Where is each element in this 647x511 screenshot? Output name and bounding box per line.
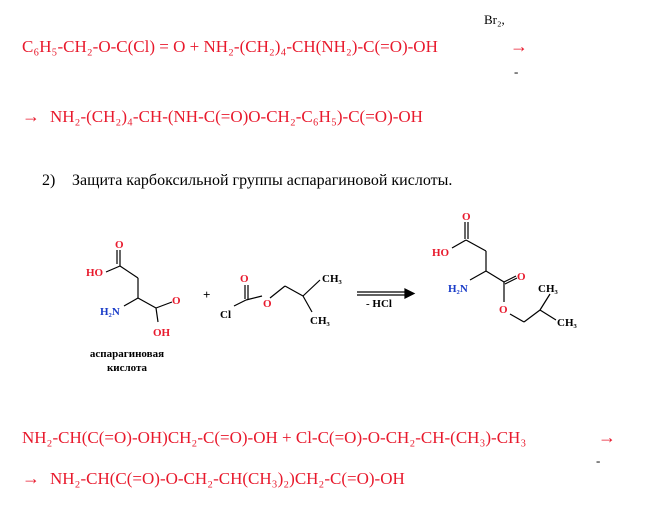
bond — [451, 239, 467, 249]
prod-ho: HO — [432, 247, 450, 259]
asp-ho: HO — [86, 267, 104, 279]
prod-o-carbonyl: O — [517, 271, 526, 283]
bond — [539, 309, 557, 321]
reaction1-condition: - — [514, 64, 519, 79]
prod-o-top: O — [462, 211, 471, 223]
reaction3-condition: - — [596, 453, 601, 468]
scheme-plus: + — [203, 287, 210, 302]
bond — [137, 297, 157, 309]
bond — [503, 275, 517, 283]
reaction1-arrow: → — [510, 36, 528, 56]
caption-line-2: кислота — [107, 362, 148, 374]
caption-line-1: аспарагиновая — [90, 348, 164, 360]
section2-title: Защита карбоксильной группы аспарагиново… — [72, 172, 453, 189]
bond — [245, 295, 263, 301]
reaction3-product-arrow: → — [22, 468, 40, 488]
bond — [302, 295, 313, 313]
bond — [302, 279, 321, 297]
cf-cl: Cl — [220, 309, 231, 321]
bond — [485, 270, 505, 283]
asp-nh2: H₂N — [100, 306, 120, 318]
cf-ch3-top: CH₃ — [322, 273, 343, 285]
reaction1-equation: C₆H₅-CH₂-O-C(Cl) = O + NH₂-(CH₂)₄-CH(NH₂… — [22, 37, 438, 56]
cf-o-carbonyl: O — [240, 273, 249, 285]
bond — [469, 270, 487, 281]
bond — [523, 309, 541, 323]
bond — [509, 313, 525, 323]
prod-ch3-bottom: CH₃ — [557, 317, 578, 329]
asp-oh: OH — [153, 327, 171, 339]
bond — [465, 239, 487, 252]
section2-number: 2) — [42, 172, 56, 189]
reaction3-product: NH₂-CH(C(=O)-O-CH₂-CH(CH₃)₂)CH₂-C(=O)-OH — [50, 469, 405, 488]
prod-o-ester: O — [499, 304, 508, 316]
reaction1-product: NH₂-(CH₂)₄-CH-(NH-C(=O)O-CH₂-C₆H₅)-C(=O)… — [50, 107, 423, 126]
product-structure — [451, 222, 557, 323]
bond — [155, 301, 173, 309]
bond — [269, 285, 286, 299]
asp-o-right: O — [172, 295, 181, 307]
bond — [123, 297, 139, 307]
reaction3-arrow: → — [598, 427, 616, 447]
bond — [155, 307, 159, 323]
scheme-arrow-label: - HCl — [366, 298, 392, 310]
bond — [284, 285, 304, 297]
cf-o-ester: O — [263, 298, 272, 310]
reaction3-equation: NH₂-CH(C(=O)-OH)CH₂-C(=O)-OH + Cl-C(=O)-… — [22, 428, 527, 447]
bond — [105, 265, 121, 273]
bond — [539, 293, 551, 311]
prod-ch3-top: CH₃ — [538, 283, 559, 295]
cf-ch3-bottom: CH₃ — [310, 315, 331, 327]
scheme-arrow — [357, 288, 416, 299]
reaction1-product-arrow: → — [22, 106, 40, 126]
bond — [504, 277, 518, 285]
bond — [119, 265, 139, 279]
aspartic-acid-structure — [105, 250, 173, 323]
chloroformate-structure — [233, 279, 321, 313]
bond — [233, 299, 247, 307]
asp-o-top: O — [115, 239, 124, 251]
reagent-br2: Br₂, — [484, 12, 505, 27]
prod-nh2: H₂N — [448, 283, 468, 295]
